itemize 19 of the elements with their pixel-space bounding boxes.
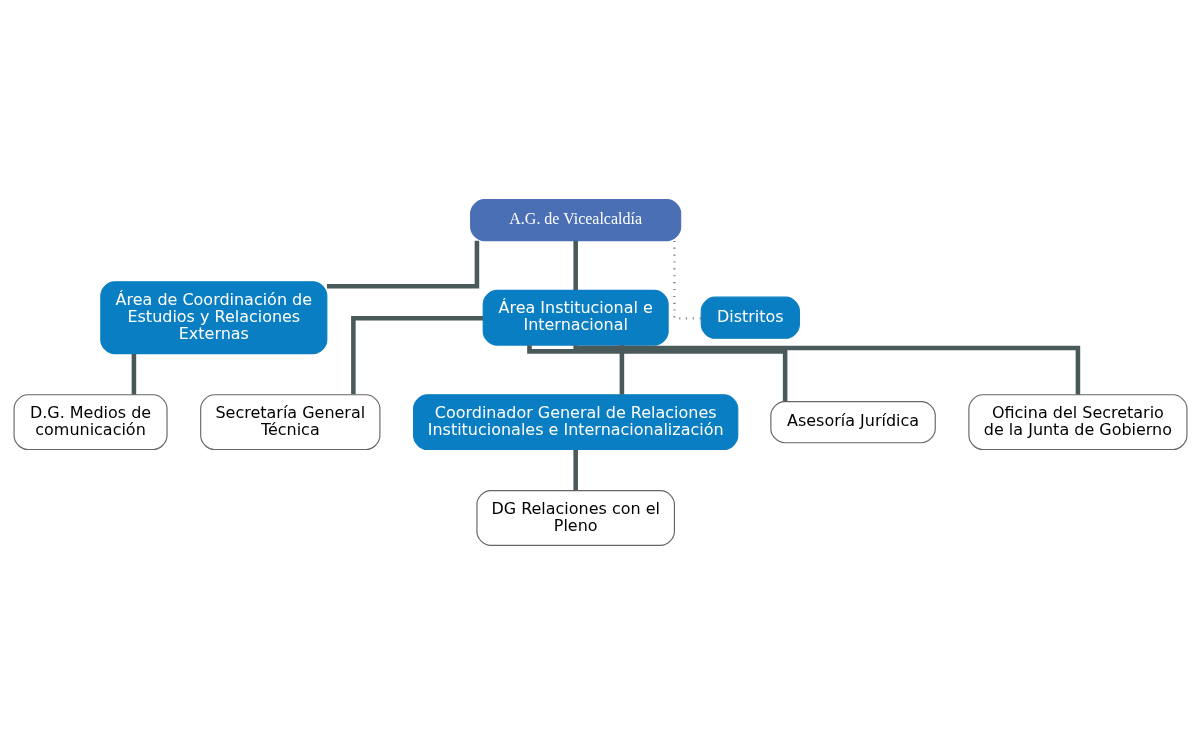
connector [573,449,578,491]
connector [573,240,578,290]
connector [673,240,701,320]
node-box: Distritos [700,296,800,339]
node-box: Asesoría Jurídica [770,401,936,444]
connector [351,316,483,395]
connector [131,353,137,395]
connector [619,345,625,395]
node-box: A.G. de Vicealcaldía [470,199,682,242]
node-box: Coordinador General de Relaciones Institucionales e Internacionalización [413,394,739,451]
node-box: DG Relaciones con el Pleno [476,490,675,546]
node-box: Oficina del Secretario de la Junta de Gobierno [968,394,1188,451]
connector [326,240,480,289]
node-box: Área Institucional e Internacional [482,289,669,346]
node-box: Área de Coordinación de Estudios y Relaciones Externas [100,281,328,355]
node-box: Secretaría General Técnica [200,394,381,451]
node-box: D.G. Medios de comunicación [13,394,168,451]
connector [527,345,788,402]
connector [573,343,1081,395]
